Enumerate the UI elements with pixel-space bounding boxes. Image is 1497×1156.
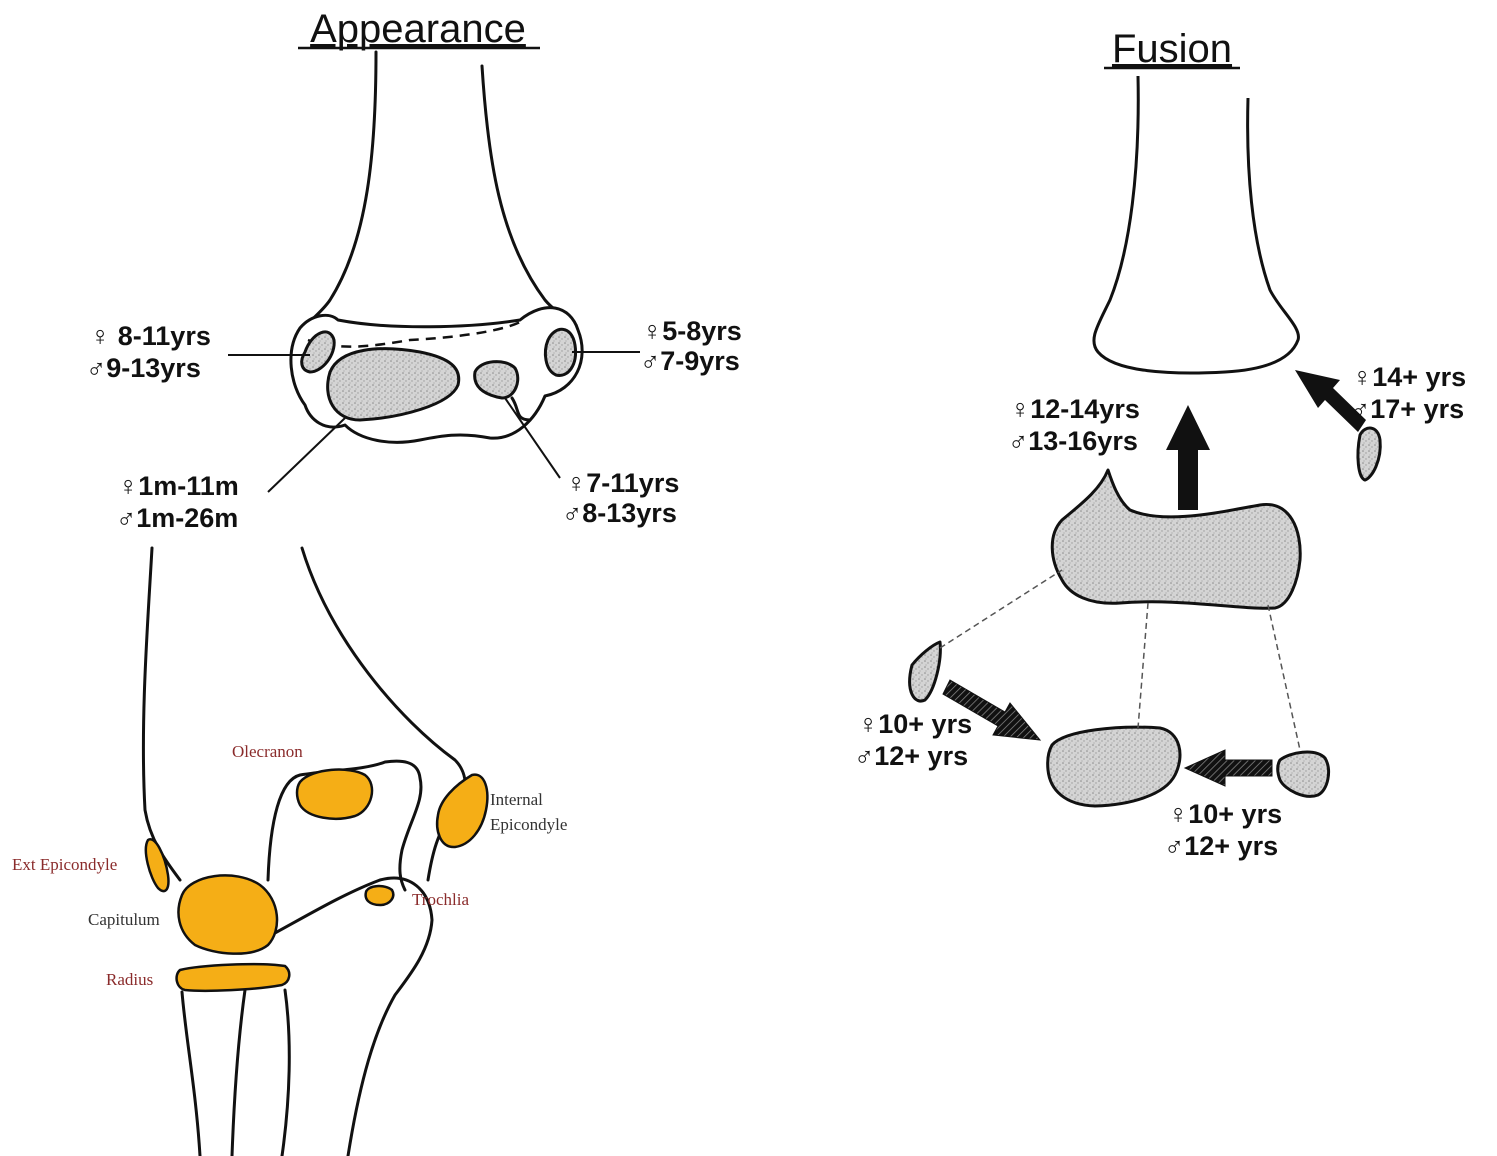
fusion-right-fragment-female-age: ♀10+ yrs: [1168, 799, 1282, 829]
fusion-medial-fragment: [1278, 752, 1329, 796]
capitulum-male-age: ♂1m-26m: [116, 503, 238, 533]
internal-epicondyle-center: [437, 775, 487, 847]
fusion-medial-epicondyle-male-age: ♂17+ yrs: [1350, 394, 1464, 424]
fusion-medial-epicondyle: [1358, 428, 1380, 480]
trochlea-center: [366, 886, 394, 905]
fusion-left-fragment-female-age: ♀10+ yrs: [858, 709, 972, 739]
humerus-posterior-edge: [143, 548, 180, 880]
appearance-title: Appearance: [310, 7, 526, 51]
fusion-dash-1: [940, 570, 1062, 648]
radius-head-center: [177, 964, 290, 991]
capitulum-center: [178, 875, 277, 953]
fusion-left-fragment-male-age: ♂12+ yrs: [854, 741, 968, 771]
medial-female-age: ♀ 8-11yrs: [90, 321, 211, 351]
arrow-up: [1166, 405, 1210, 510]
fusion-capitulum-trochlea: [1048, 727, 1180, 806]
radius-left-edge: [182, 992, 200, 1156]
label-olecranon: Olecranon: [232, 742, 303, 761]
label-epicondyle: Epicondyle: [490, 815, 567, 834]
lateral-epicondyle-ossification: [545, 329, 575, 375]
leader-capitulum: [268, 418, 345, 492]
label-radius: Radius: [106, 970, 153, 989]
fusion-diagram: [910, 76, 1381, 806]
fusion-distal-epiphysis: [1052, 470, 1300, 608]
trochlea-male-age: ♂8-13yrs: [562, 498, 677, 528]
fusion-metaphysis: [1094, 76, 1299, 373]
appearance-humerus: [291, 52, 582, 442]
fusion-dash-3: [1268, 605, 1300, 750]
fusion-main-male-age: ♂13-16yrs: [1008, 426, 1138, 456]
trochlea-female-age: ♀7-11yrs: [566, 468, 679, 498]
lateral-elbow-drawing: [143, 548, 487, 1156]
medial-male-age: ♂9-13yrs: [86, 353, 201, 383]
arrow-left: [1185, 750, 1272, 786]
label-ext-epicondyle: Ext Epicondyle: [12, 855, 117, 874]
ext-epicondyle-center: [146, 839, 169, 891]
radius-right-edge: [282, 990, 289, 1156]
fusion-title: Fusion: [1112, 27, 1232, 71]
olecranon-center: [297, 770, 372, 819]
fusion-main-female-age: ♀12-14yrs: [1010, 394, 1140, 424]
humerus-shaft-right-edge: [482, 66, 576, 325]
fusion-dash-2: [1138, 603, 1148, 728]
label-internal: Internal: [490, 790, 543, 809]
fusion-lateral-fragment: [910, 642, 941, 701]
lateral-female-age: ♀5-8yrs: [642, 316, 742, 346]
radius-mid-edge: [232, 990, 245, 1156]
fusion-right-fragment-male-age: ♂12+ yrs: [1164, 831, 1278, 861]
label-trochlea: Trochlia: [412, 890, 469, 909]
lateral-male-age: ♂7-9yrs: [640, 346, 740, 376]
label-capitulum: Capitulum: [88, 910, 160, 929]
humerus-shaft-left-edge: [302, 52, 376, 330]
capitulum-female-age: ♀1m-11m: [118, 471, 239, 501]
fusion-medial-epicondyle-female-age: ♀14+ yrs: [1352, 362, 1466, 392]
